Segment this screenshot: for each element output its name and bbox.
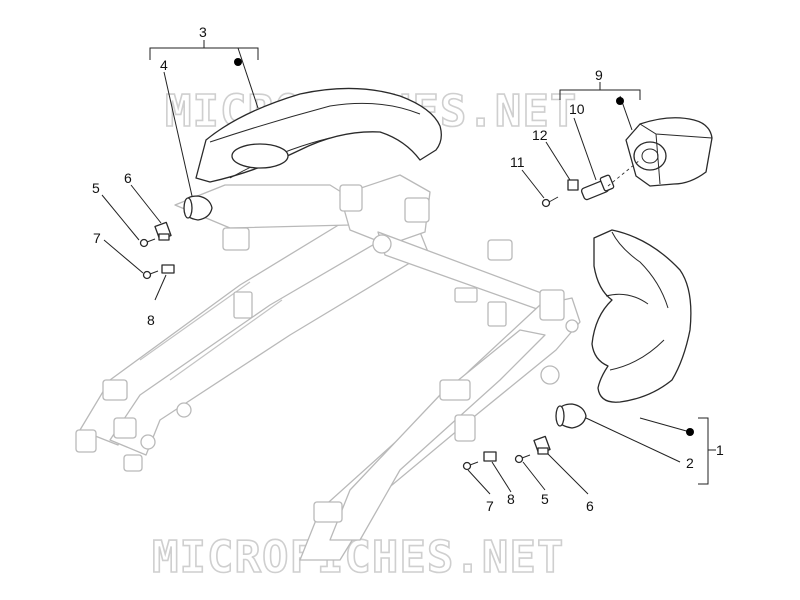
- screw-part-5-left: [139, 238, 156, 248]
- light-housing-part: [625, 117, 713, 187]
- bullet-marker-3: [234, 58, 242, 66]
- callout-8-left: 8: [147, 312, 155, 328]
- callout-8-right: 8: [507, 491, 515, 507]
- bullet-marker-9: [616, 97, 624, 105]
- callout-1: 1: [716, 442, 724, 458]
- callout-7-left: 7: [93, 230, 101, 246]
- screw-part-7-left: [142, 270, 159, 280]
- callout-7-right: 7: [486, 498, 494, 514]
- assembly-dashed-line: [607, 159, 641, 187]
- clip-part-8-left: [161, 264, 175, 274]
- screw-part-11: [541, 196, 559, 208]
- screw-part-7-right: [462, 461, 479, 471]
- callout-4: 4: [160, 57, 168, 73]
- callout-11: 11: [510, 154, 525, 170]
- clip-part-6-right: [533, 435, 551, 455]
- clip-part-8-right: [483, 451, 497, 462]
- callout-5-right: 5: [541, 491, 549, 507]
- bulb-socket-part-10: [580, 174, 615, 201]
- callout-3: 3: [199, 24, 207, 40]
- callout-6-left: 6: [124, 170, 132, 186]
- leader-lines: [101, 40, 716, 495]
- plug-part-4: [183, 195, 213, 221]
- plug-part-2: [555, 403, 587, 429]
- callout-9: 9: [595, 67, 603, 83]
- bullet-marker-1: [686, 428, 694, 436]
- clip-part-6-left: [154, 221, 172, 241]
- callout-12: 12: [532, 127, 548, 143]
- callout-6-right: 6: [586, 498, 594, 514]
- side-cover-part: [591, 229, 692, 403]
- rear-frame: [75, 174, 581, 561]
- callout-5-left: 5: [92, 180, 100, 196]
- callout-10: 10: [569, 101, 585, 117]
- callout-2: 2: [686, 455, 694, 471]
- screw-part-5-right: [514, 454, 531, 464]
- clip-part-12: [567, 179, 579, 191]
- upper-cover-part: [195, 87, 442, 183]
